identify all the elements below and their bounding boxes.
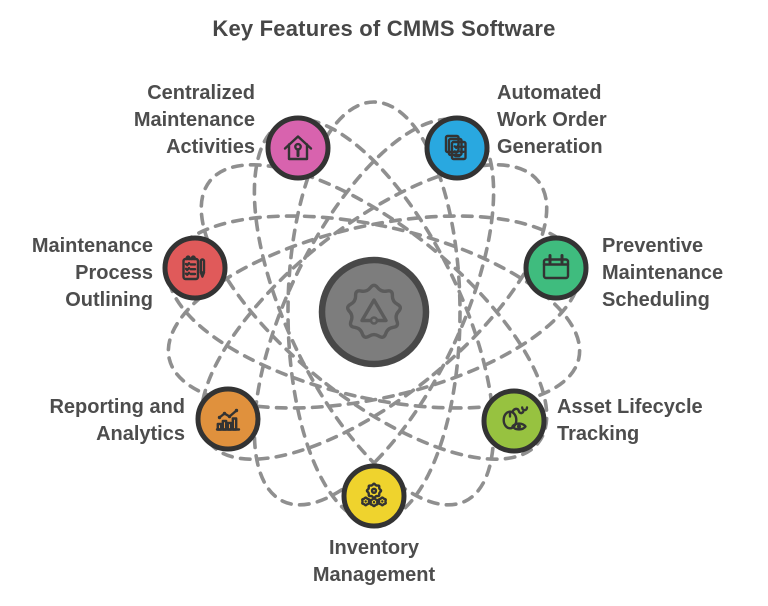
hub-circle bbox=[318, 256, 430, 368]
mouse-eye-icon bbox=[502, 406, 529, 431]
label-line: Process bbox=[75, 262, 153, 284]
node-automated-work-order-generation bbox=[424, 115, 490, 181]
node-circle bbox=[195, 386, 261, 452]
label-automated-work-order-generation: Automated Work Order Generation bbox=[497, 80, 757, 161]
label-line: Management bbox=[312, 564, 436, 586]
node-reporting-and-analytics bbox=[195, 386, 261, 452]
label-asset-lifecycle-tracking: Asset Lifecycle Tracking bbox=[557, 394, 768, 448]
label-line: Preventive bbox=[602, 235, 704, 257]
node-circle bbox=[341, 463, 407, 529]
label-line: Work Order bbox=[497, 109, 607, 131]
label-line: Reporting and bbox=[49, 396, 185, 418]
node-circle bbox=[523, 235, 589, 301]
label-preventive-maintenance-scheduling: Preventive Maintenance Scheduling bbox=[602, 233, 768, 314]
hub bbox=[318, 256, 430, 368]
node-inventory-management bbox=[341, 463, 407, 529]
house-wrench-icon bbox=[283, 135, 313, 161]
label-line: Maintenance bbox=[133, 109, 255, 131]
label-maintenance-process-outlining: Maintenance Process Outlining bbox=[0, 233, 153, 314]
notepad-pen-icon bbox=[182, 255, 206, 281]
node-asset-lifecycle-tracking bbox=[481, 388, 547, 454]
orbit-ellipse bbox=[199, 163, 549, 461]
node-circle bbox=[265, 115, 331, 181]
label-line: Activities bbox=[166, 136, 255, 158]
label-line: Maintenance bbox=[31, 235, 153, 257]
label-line: Inventory bbox=[328, 537, 420, 559]
gear-alert-icon bbox=[346, 283, 402, 339]
node-maintenance-process-outlining bbox=[162, 235, 228, 301]
label-reporting-and-analytics: Reporting and Analytics bbox=[0, 394, 185, 448]
calendar-icon bbox=[542, 254, 570, 280]
label-line: Maintenance bbox=[602, 262, 724, 284]
label-line: Analytics bbox=[96, 423, 185, 445]
label-line: Generation bbox=[497, 136, 603, 158]
node-centralized-maintenance-activities bbox=[265, 115, 331, 181]
node-preventive-maintenance-scheduling bbox=[523, 235, 589, 301]
gear-people-icon bbox=[361, 482, 387, 508]
label-line: Centralized bbox=[147, 82, 255, 104]
label-line: Outlining bbox=[65, 289, 153, 311]
label-inventory-management: Inventory Management bbox=[234, 535, 514, 589]
node-circle bbox=[481, 388, 547, 454]
label-line: Tracking bbox=[557, 423, 640, 445]
page-title: Key Features of CMMS Software bbox=[212, 16, 556, 41]
bar-chart-trend-icon bbox=[215, 408, 241, 431]
label-line: Automated bbox=[497, 82, 602, 104]
label-centralized-maintenance-activities: Centralized Maintenance Activities bbox=[10, 80, 255, 161]
work-order-documents-icon bbox=[444, 134, 467, 161]
label-line: Asset Lifecycle bbox=[557, 396, 703, 418]
label-line: Scheduling bbox=[602, 289, 710, 311]
